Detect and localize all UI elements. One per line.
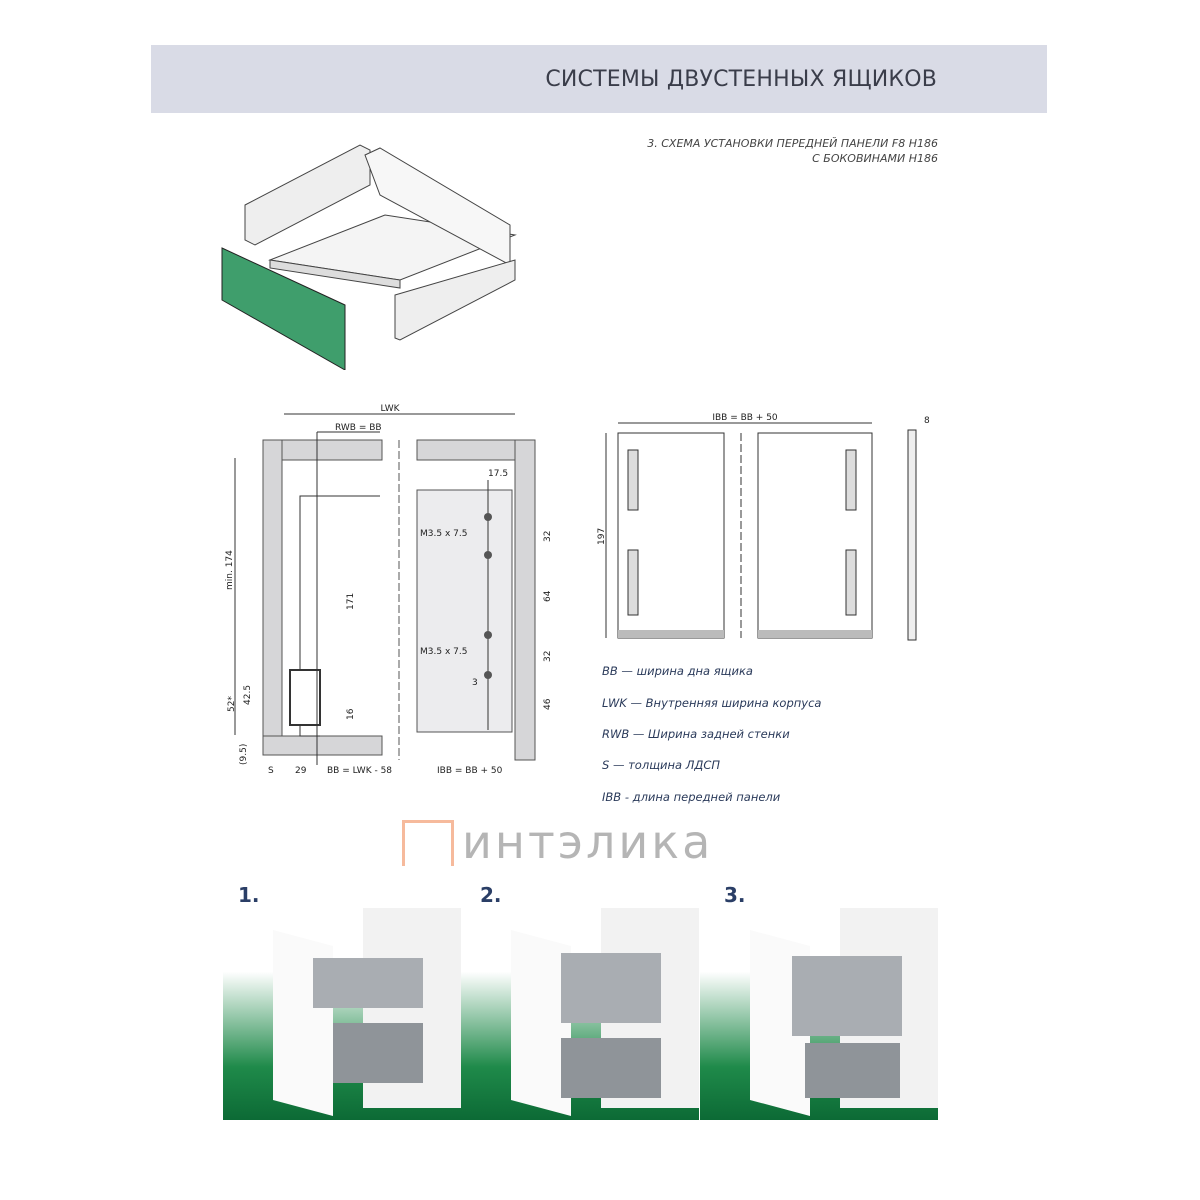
dim-197: 197: [597, 528, 607, 545]
photo-label-1: 1.: [238, 883, 260, 907]
dim-8: 8: [924, 416, 930, 426]
photo-label-3: 3.: [724, 883, 746, 907]
dim-min-174: min. 174: [225, 550, 235, 590]
dim-32-top: 32: [543, 531, 553, 542]
watermark-logo-icon: [402, 820, 454, 866]
legend-lwk: LWK — Внутренняя ширина корпуса: [602, 696, 822, 710]
dim-bb: BB = LWK - 58: [327, 766, 392, 776]
dim-9-5: (9.5): [239, 744, 249, 765]
photo-drawer-1: [223, 908, 461, 1120]
legend-ibb: IBB - длина передней панели: [602, 790, 781, 804]
subtitle-line-2: С БОКОВИНАМИ H186: [812, 152, 938, 165]
dim-42-5: 42.5: [243, 685, 253, 705]
dim-17-5: 17.5: [488, 469, 508, 479]
watermark: интэлика: [462, 815, 714, 869]
dim-32-bottom: 32: [543, 651, 553, 662]
header-banner: СИСТЕМЫ ДВУСТЕННЫХ ЯЩИКОВ: [151, 45, 1047, 113]
front-panel-drawing: IBB = BB + 50 197 8: [597, 413, 930, 641]
dim-52: 52*: [227, 696, 237, 712]
screw-label-2: M3.5 x 7.5: [420, 647, 467, 657]
dim-29: 29: [295, 766, 307, 776]
legend-rwb: RWB — Ширина задней стенки: [602, 727, 790, 741]
dim-ibb: IBB = BB + 50: [437, 766, 503, 776]
dim-s: S: [268, 766, 274, 776]
photo-drawer-3: [700, 908, 938, 1120]
screw-label-1: M3.5 x 7.5: [420, 529, 467, 539]
dim-171: 171: [346, 593, 356, 610]
photo-drawer-2: [461, 908, 699, 1120]
dim-3: 3: [472, 678, 478, 688]
page-title: СИСТЕМЫ ДВУСТЕННЫХ ЯЩИКОВ: [545, 67, 937, 92]
section-drawing: LWK RWB = BB 17.5 min. 174 171 32 64 32 …: [225, 404, 553, 776]
drawer-isometric-illustration: [221, 144, 517, 370]
legend-bb: BB — ширина дна ящика: [602, 664, 753, 678]
legend-s: S — толщина ЛДСП: [602, 758, 721, 772]
section-subtitle: 3. СХЕМА УСТАНОВКИ ПЕРЕДНЕЙ ПАНЕЛИ F8 H1…: [647, 136, 938, 166]
dim-lwk: LWK: [381, 404, 401, 414]
front-panel: [221, 247, 346, 370]
subtitle-line-1: 3. СХЕМА УСТАНОВКИ ПЕРЕДНЕЙ ПАНЕЛИ F8 H1…: [647, 137, 938, 150]
photo-label-2: 2.: [480, 883, 502, 907]
dim-46: 46: [543, 698, 553, 710]
dim-16: 16: [346, 708, 356, 720]
dim-ibb-front: IBB = BB + 50: [712, 413, 778, 423]
dim-64: 64: [543, 590, 553, 602]
dim-rwb: RWB = BB: [335, 423, 382, 433]
